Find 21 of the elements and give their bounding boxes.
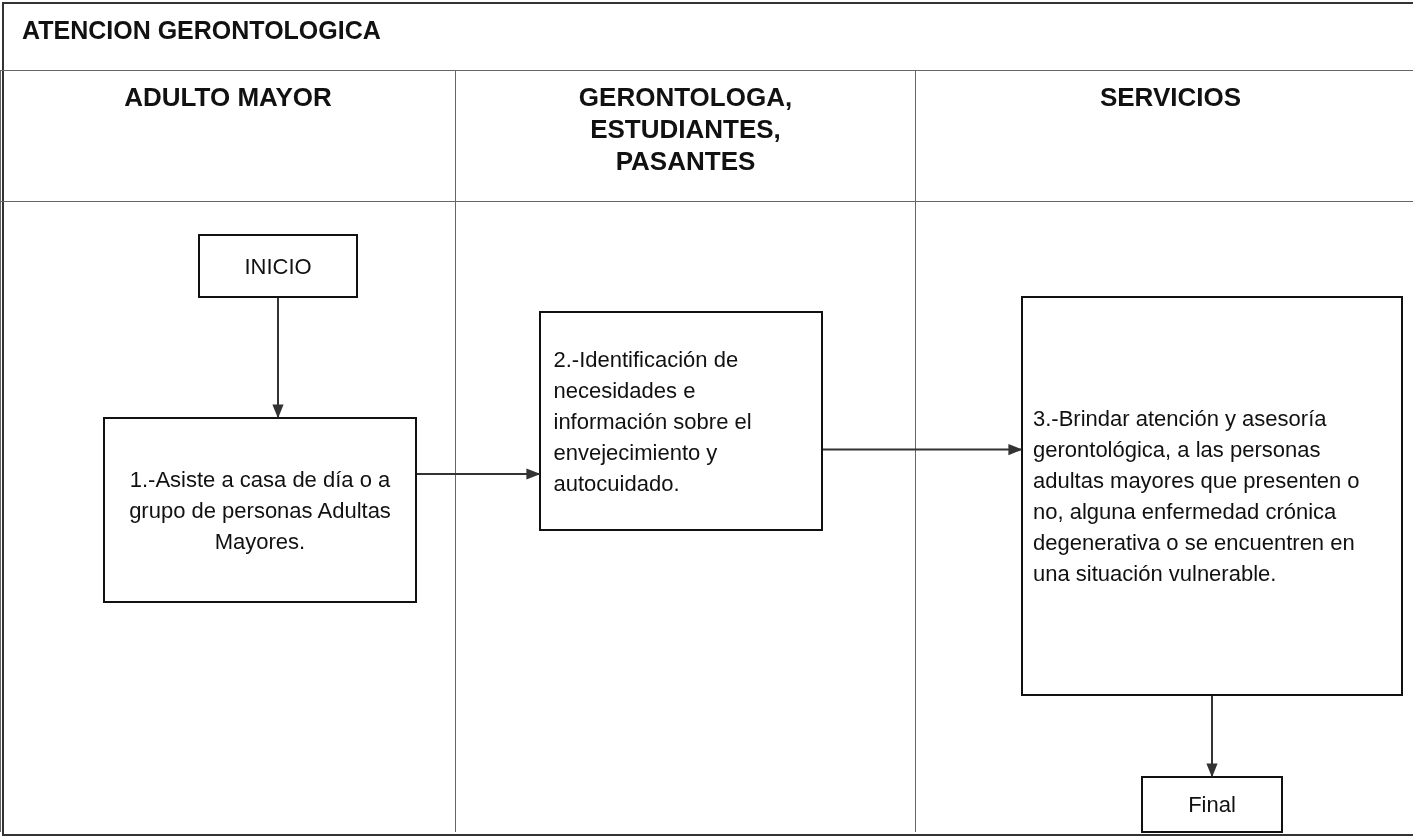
- arrow: [1206, 695, 1218, 778]
- end-box: [1141, 776, 1283, 833]
- swimlane: [915, 70, 1413, 832]
- start-box: [198, 234, 358, 298]
- step-text: 3.-Brindar atención y asesoría gerontológica, a las personas adultas mayores que presenten o no, alguna enfermedad crónica degenerativa o se encuentren en una situación vulnerable.: [1033, 405, 1361, 588]
- arrow: [272, 297, 284, 419]
- step-text: Final: [1188, 791, 1236, 819]
- lane-header: GERONTOLOGA, ESTUDIANTES, PASANTES: [577, 81, 794, 177]
- step-text: INICIO: [244, 252, 312, 281]
- lane-header: ADULTO MAYOR: [123, 81, 333, 113]
- swimlane: [455, 70, 915, 832]
- swimlane: [0, 70, 455, 832]
- process-box: [103, 417, 417, 603]
- arrow: [416, 468, 541, 480]
- arrow: [822, 444, 1023, 456]
- diagram-title: ATENCION GERONTOLOGICA: [22, 16, 381, 45]
- lane-header: SERVICIOS: [1098, 81, 1243, 113]
- process-box: [1021, 296, 1403, 696]
- step-text: 2.-Identificación de necesidades e información sobre el envejecimiento y autocuidado.: [553, 345, 753, 498]
- process-box: [539, 311, 823, 531]
- step-text: 1.-Asiste a casa de día o a grupo de personas Adultas Mayores.: [128, 465, 392, 556]
